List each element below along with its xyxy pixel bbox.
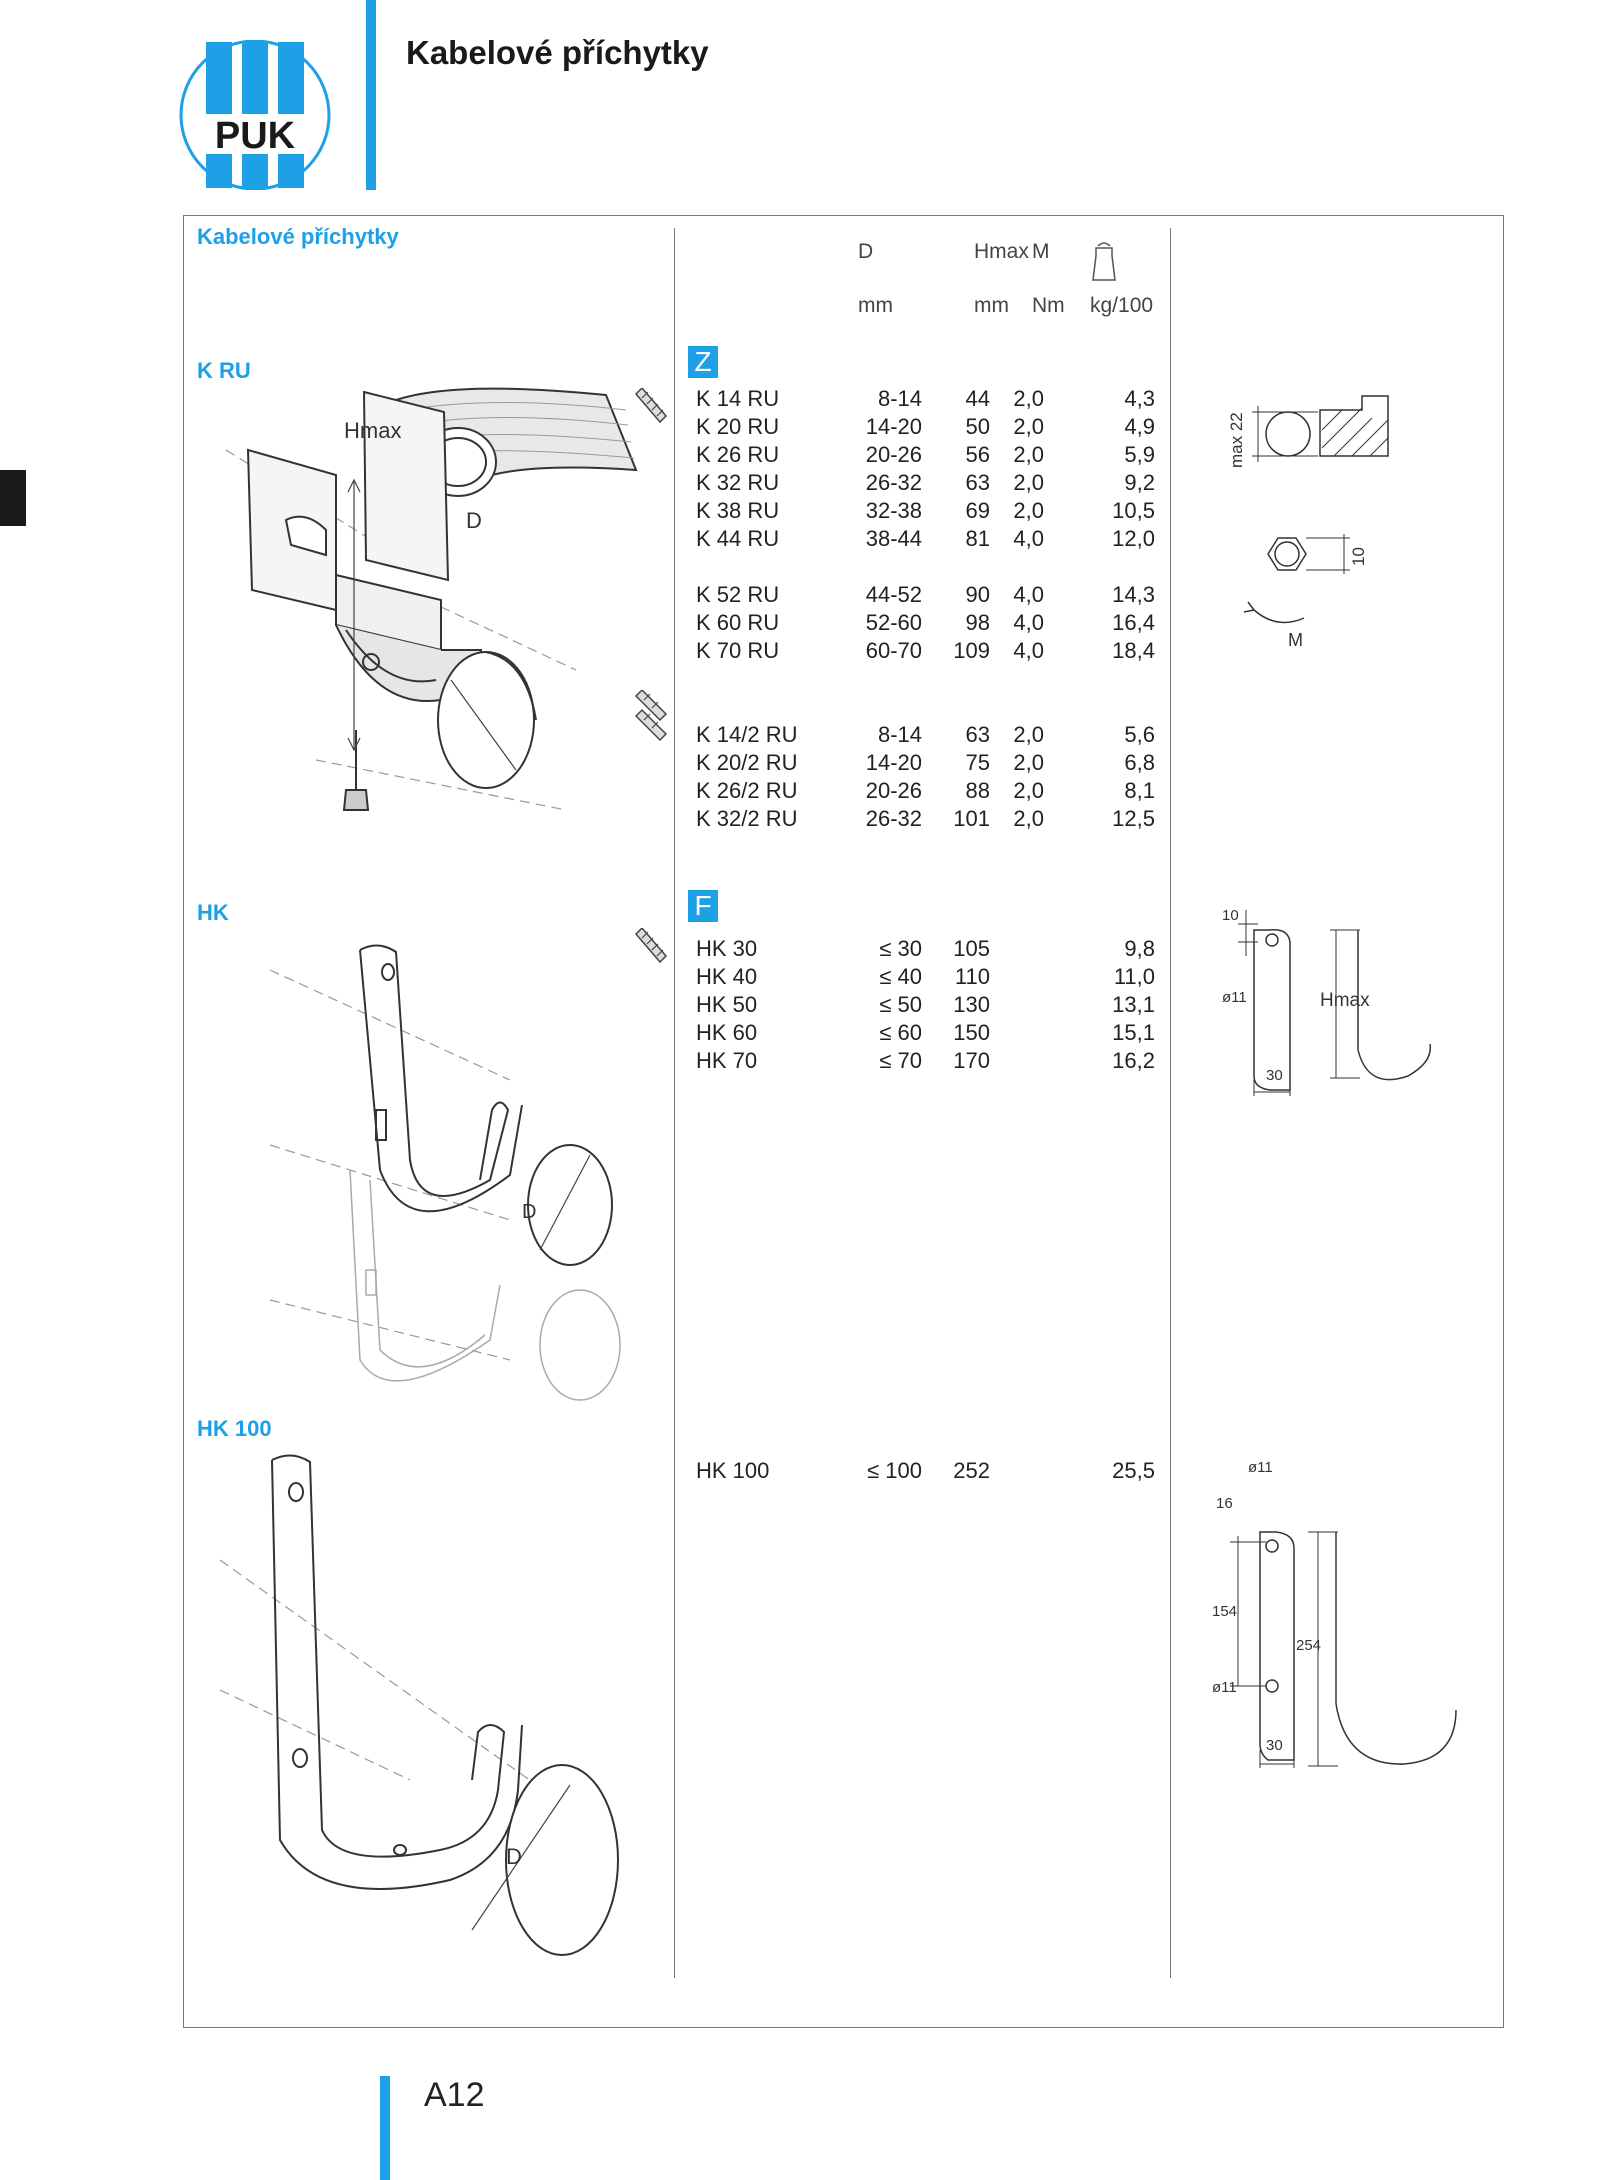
unit-m: Nm — [1032, 294, 1065, 317]
svg-text:M: M — [1288, 630, 1303, 650]
section-label-hk: HK — [197, 900, 229, 925]
column-divider-right — [1170, 228, 1171, 1978]
double-rod-icon — [634, 690, 668, 742]
threaded-rod-icon — [634, 388, 668, 424]
svg-text:D: D — [506, 1844, 522, 1869]
puk-logo: PUK — [179, 40, 331, 190]
unit-kg: kg/100 — [1090, 294, 1154, 317]
col-header-m: M — [1032, 240, 1050, 263]
svg-text:D: D — [466, 508, 482, 533]
kru-clamp-drawing: Hmax D — [225, 387, 638, 811]
svg-text:ø11: ø11 — [1212, 1679, 1237, 1696]
footer-accent-bar — [380, 2076, 390, 2180]
svg-text:Hmax: Hmax — [344, 418, 401, 443]
title-accent-bar — [366, 0, 376, 190]
threaded-rod-icon-hk — [634, 928, 668, 964]
hk100-detail-drawing: ø11 16 154 254 ø11 30 — [1212, 1459, 1457, 1768]
svg-text:10: 10 — [1222, 907, 1239, 924]
kru-detail-drawing: max 22 10 M — [1227, 395, 1389, 650]
svg-text:16: 16 — [1216, 1495, 1233, 1512]
section-label-kru: K RU — [197, 358, 251, 383]
page-title: Kabelové příchytky — [406, 34, 709, 71]
section-title: Kabelové příchytky — [197, 224, 399, 249]
section-tab-marker — [0, 470, 26, 526]
badge-f: F — [688, 890, 718, 922]
badge-z: Z — [688, 346, 718, 378]
svg-text:30: 30 — [1266, 1067, 1283, 1084]
unit-d: mm — [858, 294, 893, 317]
column-divider-left — [674, 228, 675, 1978]
svg-text:D: D — [522, 1201, 536, 1223]
svg-text:ø11: ø11 — [1222, 989, 1247, 1006]
svg-text:30: 30 — [1266, 1737, 1283, 1754]
unit-h: mm — [974, 294, 1009, 317]
hk-detail-drawing: 10 ø11 30 Hmax — [1222, 907, 1432, 1096]
weight-icon — [1092, 242, 1116, 281]
hk100-hook-drawing: D — [219, 1454, 619, 1956]
svg-text:PUK: PUK — [215, 115, 296, 157]
page-number: A12 — [424, 2076, 485, 2114]
svg-text:ø11: ø11 — [1248, 1459, 1273, 1476]
content-frame — [183, 215, 1504, 2028]
svg-text:254: 254 — [1296, 1637, 1321, 1654]
svg-text:10: 10 — [1349, 547, 1368, 566]
section-label-hk100: HK 100 — [197, 1416, 272, 1441]
hk-hook-drawing: D — [269, 944, 621, 1401]
svg-text:max 22: max 22 — [1227, 412, 1246, 468]
svg-text:Hmax: Hmax — [1320, 990, 1370, 1011]
col-header-d: D — [858, 240, 874, 263]
svg-text:154: 154 — [1212, 1603, 1237, 1620]
col-header-hmax: Hmax — [974, 240, 1029, 263]
